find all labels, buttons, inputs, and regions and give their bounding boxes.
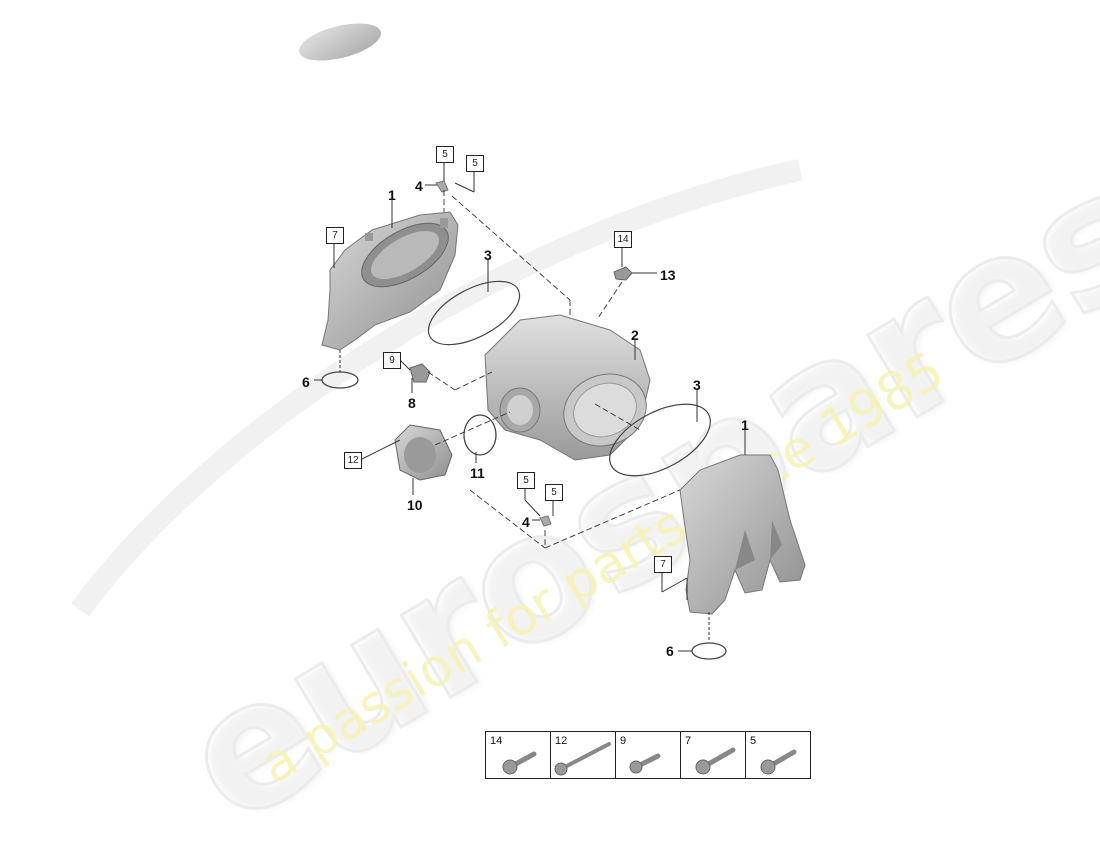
- throttle-valve-10: [394, 424, 453, 481]
- callout-8[interactable]: 8: [408, 395, 416, 411]
- legend-cell-14[interactable]: 14: [486, 732, 551, 778]
- bolt-icon: [760, 749, 797, 775]
- o-ring-11: [463, 414, 497, 456]
- box-label-7-b[interactable]: 7: [654, 556, 672, 573]
- box-label-5-a[interactable]: 5: [436, 146, 454, 163]
- watermark-swoosh: [71, 23, 803, 617]
- seal-6-right: [691, 642, 727, 660]
- box-label-9[interactable]: 9: [383, 352, 401, 369]
- bracket-4-top: [435, 180, 449, 193]
- callout-11[interactable]: 11: [470, 465, 485, 481]
- gasket-3-right: [609, 403, 711, 477]
- box-label-7-a[interactable]: 7: [326, 227, 344, 244]
- intake-manifold-left: [321, 211, 459, 351]
- box-label-14[interactable]: 14: [614, 231, 632, 248]
- sensor-13: [613, 266, 633, 281]
- callout-1-left[interactable]: 1: [388, 187, 396, 203]
- seal-6-left: [321, 371, 359, 389]
- callout-4-bottom[interactable]: 4: [522, 514, 530, 530]
- legend-cell-12[interactable]: 12: [551, 732, 616, 778]
- sensor-8: [409, 363, 431, 383]
- legend-label: 5: [750, 735, 757, 747]
- logo-blob: [299, 23, 381, 61]
- callout-2[interactable]: 2: [631, 327, 639, 343]
- fastener-legend: 14 12 9 7: [485, 731, 811, 779]
- bracket-4-bottom: [539, 515, 552, 527]
- bolt-icon: [502, 751, 537, 775]
- parts-drawing: [314, 162, 806, 660]
- legend-label: 14: [490, 735, 503, 747]
- legend-label: 7: [685, 735, 692, 747]
- throttle-plenum: [484, 314, 651, 461]
- bolt-icon: [695, 747, 736, 775]
- callout-3-right[interactable]: 3: [693, 377, 701, 393]
- legend-cell-9[interactable]: 9: [616, 732, 681, 778]
- legend-label: 9: [620, 735, 627, 747]
- intake-manifold-right: [679, 454, 806, 615]
- diagram-canvas: eurospares a passion for parts since 198…: [71, 23, 1100, 864]
- box-label-12[interactable]: 12: [344, 452, 362, 469]
- callout-13[interactable]: 13: [660, 267, 676, 283]
- box-label-5-d[interactable]: 5: [545, 484, 563, 501]
- bolt-icon: [629, 753, 661, 774]
- box-label-5-c[interactable]: 5: [517, 472, 535, 489]
- legend-cell-7[interactable]: 7: [681, 732, 746, 778]
- gasket-3-left: [427, 280, 521, 346]
- callout-4-top[interactable]: 4: [415, 178, 423, 194]
- box-label-5-b[interactable]: 5: [466, 155, 484, 172]
- bolt-icon: [554, 742, 611, 776]
- callout-3-left[interactable]: 3: [484, 247, 492, 263]
- callout-10[interactable]: 10: [407, 497, 423, 513]
- legend-label: 12: [555, 735, 568, 747]
- callout-6-right[interactable]: 6: [666, 643, 674, 659]
- callout-6-left[interactable]: 6: [302, 374, 310, 390]
- callout-1-right[interactable]: 1: [741, 417, 749, 433]
- legend-cell-5[interactable]: 5: [746, 732, 810, 778]
